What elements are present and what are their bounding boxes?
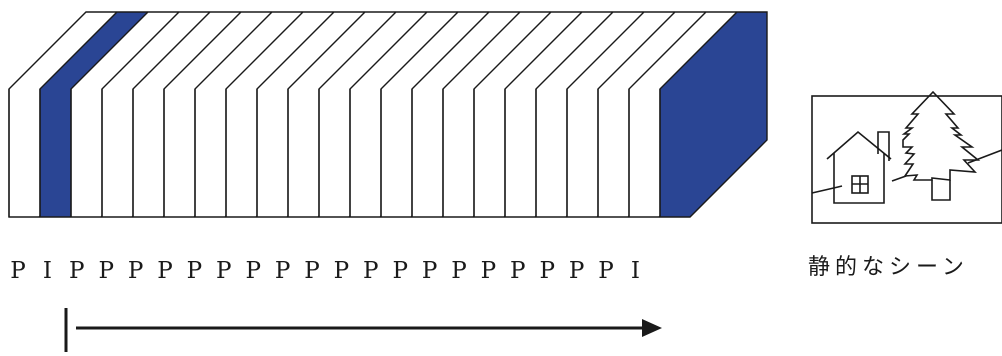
p-frame-label: P: [510, 258, 525, 284]
p-frame-label: P: [128, 258, 143, 284]
p-frame-label: P: [451, 258, 466, 284]
p-frame-label: P: [275, 258, 290, 284]
p-frame-label: P: [363, 258, 378, 284]
p-frame-label: P: [10, 258, 25, 284]
static-scene-illustration: [812, 92, 1002, 223]
p-frame-label: P: [569, 258, 584, 284]
i-frame-label: I: [631, 258, 640, 284]
p-frame-label: P: [304, 258, 319, 284]
p-frame-label: P: [187, 258, 202, 284]
p-frame-label: P: [422, 258, 437, 284]
p-frame-label: P: [157, 258, 172, 284]
frame-stack: [9, 12, 767, 217]
p-frame-label: P: [598, 258, 613, 284]
p-frame-label: P: [69, 258, 84, 284]
scene-caption: 静的なシーン: [808, 255, 969, 280]
p-frame-label: P: [539, 258, 554, 284]
p-frame-label: P: [392, 258, 407, 284]
i-frame-label: I: [43, 258, 52, 284]
arrow-right-icon: [66, 308, 662, 352]
p-frame-label: P: [98, 258, 113, 284]
p-frame-label: P: [481, 258, 496, 284]
p-frame-label: P: [245, 258, 260, 284]
p-frame-label: P: [216, 258, 231, 284]
p-frame-label: P: [334, 258, 349, 284]
